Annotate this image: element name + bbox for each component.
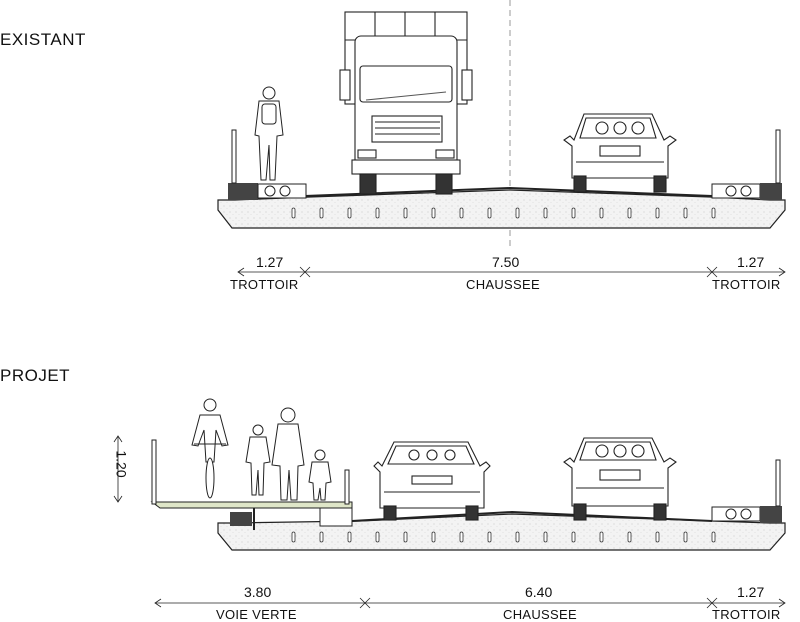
truck-figure xyxy=(339,11,473,195)
cyclist-figure xyxy=(191,398,229,499)
left-sidewalk xyxy=(228,129,307,200)
existing-title: EXISTANT xyxy=(0,30,86,49)
existing-section xyxy=(217,0,786,278)
project-dimension-line xyxy=(154,597,786,609)
deck-ducts-project xyxy=(291,531,716,543)
project-dim-1-value: 3.80 xyxy=(244,584,272,600)
adult-figure xyxy=(271,407,305,501)
deck-ducts xyxy=(291,207,716,219)
project-dim-1-label: VOIE VERTE xyxy=(216,607,297,622)
project-title: PROJET xyxy=(0,366,71,385)
car-figure-left xyxy=(373,441,491,521)
project-dim-3-value: 1.27 xyxy=(737,584,765,600)
railing-height-dimension xyxy=(113,435,123,503)
project-section xyxy=(113,398,786,609)
existing-dim-3-label: TROTTOIR xyxy=(712,277,781,292)
car-figure xyxy=(563,113,677,193)
pedestrian-figure xyxy=(254,86,284,181)
existing-dim-1-value: 1.27 xyxy=(256,254,284,270)
existing-dimension-line xyxy=(237,266,786,278)
railing-height-value: 1.20 xyxy=(113,450,130,478)
child-figure xyxy=(245,424,271,496)
right-sidewalk-project xyxy=(711,459,782,523)
road-surface-project xyxy=(351,510,713,522)
project-dim-2-label: CHAUSSEE xyxy=(503,607,577,622)
deck-slab-project xyxy=(217,513,786,551)
right-sidewalk xyxy=(711,129,782,200)
project-dim-3-label: TROTTOIR xyxy=(712,607,781,622)
greenway-deck xyxy=(150,439,353,530)
existing-dim-3-value: 1.27 xyxy=(737,254,765,270)
small-child-figure xyxy=(308,449,332,501)
project-dim-2-value: 6.40 xyxy=(525,584,553,600)
car-figure-right xyxy=(563,437,677,521)
existing-dim-2-value: 7.50 xyxy=(492,254,520,270)
existing-dim-1-label: TROTTOIR xyxy=(230,277,299,292)
existing-dim-2-label: CHAUSSEE xyxy=(466,277,540,292)
